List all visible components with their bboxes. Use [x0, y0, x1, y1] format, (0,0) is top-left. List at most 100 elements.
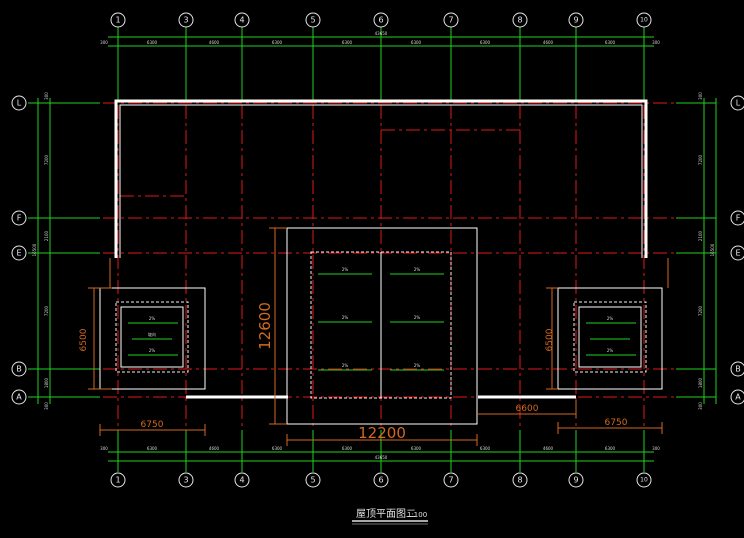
svg-text:6300: 6300 — [605, 446, 616, 451]
svg-text:6300: 6300 — [342, 446, 353, 451]
svg-text:300: 300 — [44, 92, 49, 100]
svg-text:7200: 7200 — [44, 154, 49, 165]
axis-label: 4 — [239, 476, 244, 485]
svg-text:6300: 6300 — [411, 40, 422, 45]
svg-text:7200: 7200 — [698, 154, 703, 165]
svg-text:2%: 2% — [607, 316, 614, 321]
axis-label: 8 — [517, 476, 522, 485]
svg-text:2%: 2% — [342, 363, 349, 368]
svg-text:2100: 2100 — [44, 230, 49, 241]
svg-text:2%: 2% — [149, 316, 156, 321]
axis-label: E — [16, 249, 21, 258]
svg-text:4600: 4600 — [543, 446, 554, 451]
right-wing-height-label: 6500 — [545, 328, 555, 351]
axis-label: B — [16, 365, 22, 374]
left-wing-width-label: 6750 — [141, 420, 164, 430]
svg-text:43650: 43650 — [375, 455, 388, 460]
svg-text:6300: 6300 — [147, 446, 158, 451]
axis-label: A — [735, 393, 741, 402]
axis-label: L — [17, 99, 22, 108]
svg-text:300: 300 — [652, 446, 660, 451]
axis-label: 9 — [573, 476, 578, 485]
axis-label: 7 — [448, 476, 453, 485]
horizontal-axis-lines — [28, 102, 716, 398]
svg-text:1800: 1800 — [44, 377, 49, 388]
svg-text:6300: 6300 — [480, 446, 491, 451]
bottom-dimension-lines: 43650 6300 4600 6300 6300 6300 6300 4600… — [100, 446, 660, 462]
left-row-bubbles: L F E B A — [11, 95, 27, 405]
svg-text:43650: 43650 — [375, 31, 388, 36]
axis-label: A — [16, 393, 22, 402]
top-column-bubbles: 1 3 4 5 6 7 8 9 10 — [110, 12, 652, 28]
axis-label: 5 — [310, 476, 315, 485]
svg-text:6300: 6300 — [605, 40, 616, 45]
svg-text:16500: 16500 — [710, 243, 715, 256]
svg-text:300: 300 — [698, 402, 703, 410]
right-offset-label: 6600 — [516, 404, 539, 414]
svg-text:2100: 2100 — [698, 230, 703, 241]
roof-outline — [114, 99, 648, 399]
axis-label: B — [735, 365, 741, 374]
axis-label: 8 — [517, 16, 522, 25]
axis-label: 1 — [115, 16, 120, 25]
vertical-axis-lines — [117, 30, 645, 470]
axis-label: 3 — [183, 476, 188, 485]
axis-label: 3 — [183, 16, 188, 25]
axis-label: 6 — [378, 16, 383, 25]
svg-text:2%: 2% — [149, 348, 156, 353]
axis-label: 10 — [640, 477, 648, 484]
svg-text:6300: 6300 — [342, 40, 353, 45]
orange-dimensions: 6500 6750 12600 12200 6500 6750 6600 — [79, 227, 669, 446]
axis-label: 9 — [573, 16, 578, 25]
left-dimension-lines: 16500 7200 2100 7200 1800 300 300 — [28, 92, 100, 410]
drawing-title-block: 屋顶平面图二 1:100 — [352, 508, 428, 525]
axis-label: 1 — [115, 476, 120, 485]
svg-text:2%: 2% — [414, 315, 421, 320]
svg-text:16500: 16500 — [32, 243, 37, 256]
axis-label: 10 — [640, 17, 648, 24]
right-row-bubbles: L F E B A — [730, 95, 744, 405]
svg-text:6300: 6300 — [147, 40, 158, 45]
axis-label: 5 — [310, 16, 315, 25]
center-height-label: 12600 — [256, 302, 274, 350]
axis-label: 6 — [378, 476, 383, 485]
right-wing: 2% 2% — [557, 287, 663, 390]
svg-text:4600: 4600 — [209, 40, 220, 45]
svg-text:2%: 2% — [414, 363, 421, 368]
svg-text:2%: 2% — [414, 267, 421, 272]
svg-text:300: 300 — [100, 446, 108, 451]
svg-text:7200: 7200 — [44, 305, 49, 316]
left-wing-height-label: 6500 — [79, 328, 89, 351]
top-dimension-lines: 43650 6300 4600 6300 6300 6300 6300 4600… — [100, 31, 660, 47]
drawing-title: 屋顶平面图二 — [356, 508, 416, 520]
svg-text:6300: 6300 — [272, 40, 283, 45]
svg-text:6300: 6300 — [480, 40, 491, 45]
svg-text:6300: 6300 — [272, 446, 283, 451]
svg-text:300: 300 — [44, 402, 49, 410]
axis-label: F — [736, 214, 741, 223]
axis-label: E — [735, 249, 740, 258]
green-axis-stubs — [117, 26, 645, 472]
axis-label: 4 — [239, 16, 244, 25]
axis-label: F — [17, 214, 22, 223]
svg-text:坡向: 坡向 — [148, 331, 156, 337]
center-block: 2% 2% 2% 2% 2% 2% — [286, 227, 478, 425]
center-width-label: 12200 — [358, 424, 406, 442]
axis-label: 7 — [448, 16, 453, 25]
svg-text:300: 300 — [100, 40, 108, 45]
svg-text:1800: 1800 — [698, 377, 703, 388]
svg-text:2%: 2% — [342, 267, 349, 272]
svg-text:300: 300 — [698, 92, 703, 100]
svg-text:2%: 2% — [607, 348, 614, 353]
left-wing: 2% 坡向 2% — [99, 287, 206, 390]
right-wing-width-label: 6750 — [605, 418, 628, 428]
svg-text:7200: 7200 — [698, 305, 703, 316]
bottom-column-bubbles: 1 3 4 5 6 7 8 9 10 — [110, 472, 652, 488]
svg-text:4600: 4600 — [209, 446, 220, 451]
drawing-scale: 1:100 — [407, 511, 427, 519]
svg-text:300: 300 — [652, 40, 660, 45]
svg-text:6300: 6300 — [411, 446, 422, 451]
axis-label: L — [736, 99, 741, 108]
